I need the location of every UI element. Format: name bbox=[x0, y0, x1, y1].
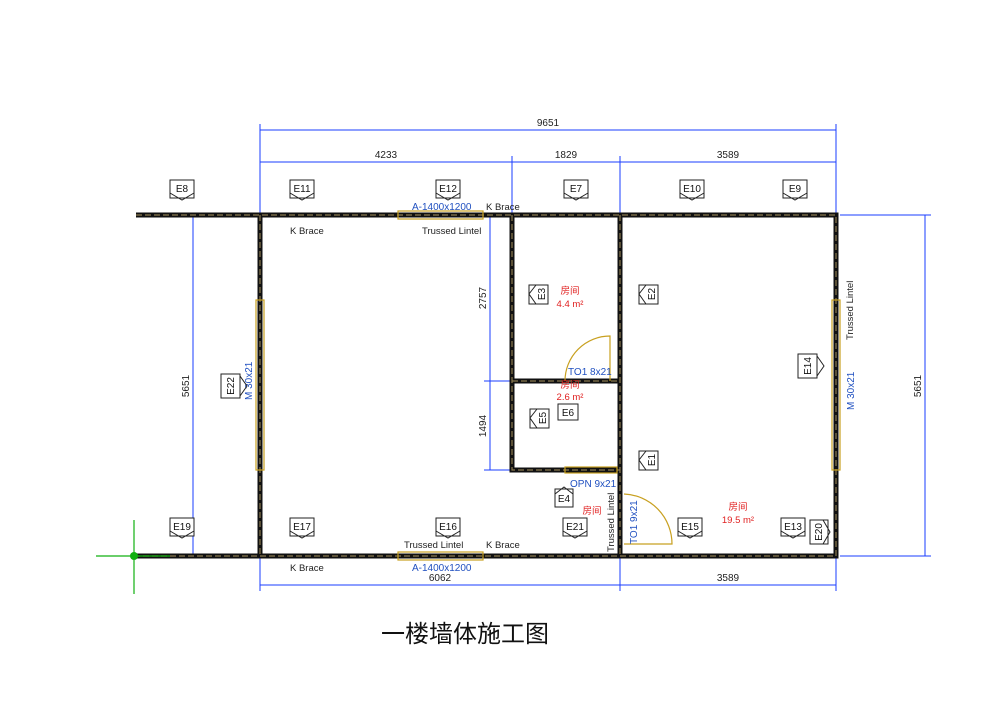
trussed-lintel-note: Trussed Lintel bbox=[606, 493, 617, 552]
tag-e12[interactable]: E12 bbox=[435, 179, 461, 201]
svg-text:E7: E7 bbox=[570, 184, 583, 195]
door-to1-b-label: TO1 9x21 bbox=[629, 500, 640, 544]
svg-text:E16: E16 bbox=[439, 522, 457, 533]
top-window-label: A-1400x1200 bbox=[412, 202, 472, 213]
svg-text:E14: E14 bbox=[803, 357, 814, 375]
svg-text:E6: E6 bbox=[562, 408, 575, 419]
walls bbox=[136, 212, 839, 559]
trussed-lintel-note: Trussed Lintel bbox=[422, 226, 481, 237]
left-door bbox=[255, 299, 265, 471]
svg-text:E21: E21 bbox=[566, 522, 584, 533]
svg-text:E2: E2 bbox=[647, 287, 658, 300]
dim-inner-2: 1494 bbox=[478, 414, 489, 437]
svg-text:E10: E10 bbox=[683, 184, 701, 195]
tag-e13[interactable]: E13 bbox=[780, 517, 806, 539]
tag-e19[interactable]: E19 bbox=[169, 517, 195, 539]
door-swing-to1-b bbox=[623, 493, 673, 545]
tag-e6[interactable]: E6 bbox=[557, 403, 579, 421]
room-name: 房间 bbox=[560, 379, 579, 391]
right-door-label: M 30x21 bbox=[846, 371, 857, 410]
svg-text:E22: E22 bbox=[226, 377, 237, 395]
dim-overall-top: 9651 bbox=[537, 118, 560, 129]
door-opn-label: OPN 9x21 bbox=[570, 479, 617, 490]
svg-text:E3: E3 bbox=[537, 287, 548, 300]
bottom-window-label: A-1400x1200 bbox=[412, 563, 472, 574]
svg-text:E13: E13 bbox=[784, 522, 802, 533]
dim-bottom-2: 3589 bbox=[717, 573, 740, 584]
room-name: 房间 bbox=[728, 501, 747, 513]
svg-text:E8: E8 bbox=[176, 184, 189, 195]
k-brace-note: K Brace bbox=[290, 226, 324, 237]
top-window bbox=[397, 210, 484, 220]
trussed-lintel-note: Trussed Lintel bbox=[404, 540, 463, 551]
svg-text:E20: E20 bbox=[814, 523, 825, 541]
dim-top-2: 1829 bbox=[555, 150, 578, 161]
svg-text:E5: E5 bbox=[538, 411, 549, 424]
drawing-title: 一楼墙体施工图 bbox=[381, 620, 549, 648]
dim-inner-1: 2757 bbox=[478, 286, 489, 309]
svg-text:E1: E1 bbox=[647, 453, 658, 466]
tag-e8[interactable]: E8 bbox=[169, 179, 195, 201]
door-swing-to1-a bbox=[564, 335, 611, 382]
tag-e4[interactable]: E4 bbox=[554, 486, 574, 508]
tag-e7[interactable]: E7 bbox=[563, 179, 589, 201]
svg-text:E15: E15 bbox=[681, 522, 699, 533]
dim-top-1: 4233 bbox=[375, 150, 398, 161]
k-brace-note: K Brace bbox=[486, 540, 520, 551]
tag-e15[interactable]: E15 bbox=[677, 517, 703, 539]
tag-e17[interactable]: E17 bbox=[289, 517, 315, 539]
tag-e14[interactable]: E14 bbox=[797, 353, 825, 379]
right-door bbox=[831, 299, 841, 471]
dim-bottom-1: 6062 bbox=[429, 573, 452, 584]
dim-right: 5651 bbox=[913, 374, 924, 397]
opening-opn bbox=[564, 466, 618, 474]
svg-text:E4: E4 bbox=[558, 494, 571, 505]
svg-text:E9: E9 bbox=[789, 184, 802, 195]
tag-e9[interactable]: E9 bbox=[782, 179, 808, 201]
tag-e22[interactable]: E22 bbox=[220, 373, 248, 399]
tag-e10[interactable]: E10 bbox=[679, 179, 705, 201]
tag-e5[interactable]: E5 bbox=[529, 408, 550, 429]
dim-left: 5651 bbox=[181, 374, 192, 397]
tag-e2[interactable]: E2 bbox=[638, 284, 659, 305]
tag-e11[interactable]: E11 bbox=[289, 179, 315, 201]
svg-text:E11: E11 bbox=[293, 184, 310, 195]
room-area: 19.5 m² bbox=[722, 515, 754, 526]
svg-text:E17: E17 bbox=[293, 522, 311, 533]
tag-e3[interactable]: E3 bbox=[528, 284, 549, 305]
dim-top-3: 3589 bbox=[717, 150, 740, 161]
origin-marker-icon bbox=[96, 520, 170, 594]
room-name: 房间 bbox=[560, 285, 579, 297]
room-area: 2.6 m² bbox=[557, 392, 584, 403]
tag-e21[interactable]: E21 bbox=[562, 517, 588, 539]
room-area: 4.4 m² bbox=[557, 299, 584, 310]
tag-e20[interactable]: E20 bbox=[809, 519, 831, 545]
door-to1-a-label: TO1 8x21 bbox=[568, 367, 612, 378]
svg-text:E19: E19 bbox=[173, 522, 191, 533]
k-brace-note: K Brace bbox=[290, 563, 324, 574]
tag-e16[interactable]: E16 bbox=[435, 517, 461, 539]
tag-e1[interactable]: E1 bbox=[638, 450, 659, 471]
left-door-label: M 30x21 bbox=[244, 361, 255, 400]
bottom-window bbox=[397, 551, 484, 561]
svg-text:E12: E12 bbox=[439, 184, 457, 195]
k-brace-note: K Brace bbox=[486, 202, 520, 213]
room-name: 房间 bbox=[582, 505, 601, 517]
trussed-lintel-note: Trussed Lintel bbox=[845, 281, 856, 340]
